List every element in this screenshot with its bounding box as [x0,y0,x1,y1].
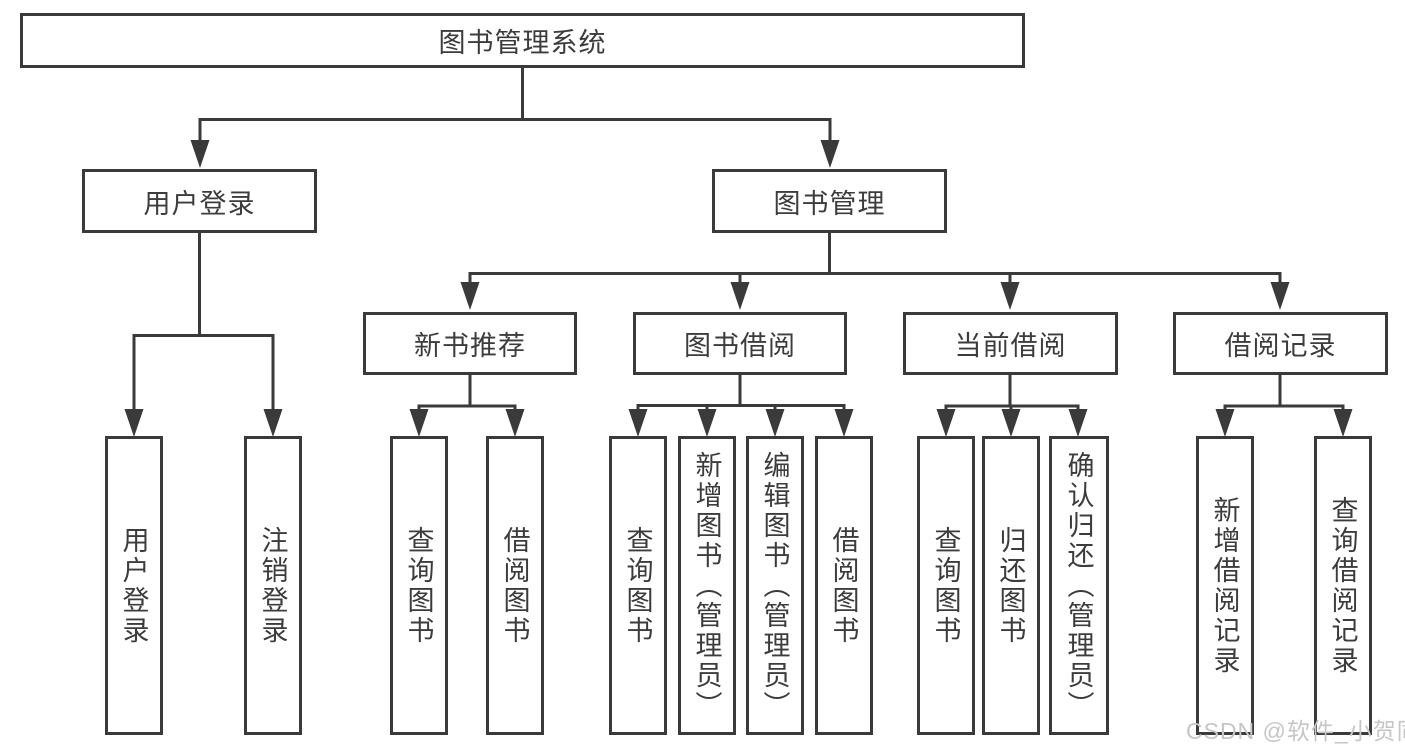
leaf-current-query-books-label: 查询图书 [930,525,961,646]
leaf-add-borrow-record: 新增借阅记录 [1196,436,1254,735]
node-new-book-recommend: 新书推荐 [363,312,577,375]
arrowhead [1270,282,1290,310]
leaf-return-books-label: 归还图书 [995,525,1026,646]
leaf-borrowing-borrow-books: 借阅图书 [815,436,873,735]
node-current-borrowing: 当前借阅 [903,312,1118,375]
node-root-label: 图书管理系统 [438,28,607,58]
leaf-user-login: 用户登录 [105,436,163,735]
leaf-add-books-admin: 新增图书（管理员） [678,436,736,735]
connector-bookmgmt-to-level3 [468,233,1282,285]
leaf-logout-label: 注销登录 [257,525,288,646]
leaf-return-books: 归还图书 [982,436,1040,735]
arrowhead [697,409,717,437]
node-user-login-label: 用户登录 [143,188,256,219]
arrowhead [1068,409,1088,437]
leaf-recommend-query-books: 查询图书 [390,436,448,735]
arrowhead [820,140,840,168]
arrowhead [190,140,210,168]
arrowhead [1333,409,1353,437]
arrowhead [765,409,785,437]
leaf-edit-books-admin: 编辑图书（管理员） [746,436,804,735]
node-borrowing-records: 借阅记录 [1173,312,1388,375]
connector-recommend-to-leaves [417,375,517,411]
leaf-current-query-books: 查询图书 [917,436,975,735]
arrowhead [263,409,283,437]
node-book-management: 图书管理 [712,169,947,233]
arrowhead [730,282,750,310]
leaf-user-login-label: 用户登录 [118,525,149,646]
arrowhead [460,282,480,310]
connector-current-to-leaves [944,375,1080,411]
leaf-logout: 注销登录 [244,436,302,735]
leaf-add-books-admin-label: 新增图书（管理员） [691,450,722,721]
node-book-management-label: 图书管理 [773,188,886,219]
leaf-borrowing-query-books: 查询图书 [609,436,667,735]
connector-records-to-leaves [1223,375,1345,411]
leaf-confirm-return-admin: 确认归还（管理员） [1049,436,1109,735]
node-new-book-recommend-label: 新书推荐 [414,331,526,361]
leaf-edit-books-admin-label: 编辑图书（管理员） [759,450,790,721]
leaf-query-borrow-record-label: 查询借阅记录 [1327,495,1358,676]
leaf-confirm-return-admin-label: 确认归还（管理员） [1063,450,1094,721]
arrowhead [1215,409,1235,437]
leaf-borrowing-query-books-label: 查询图书 [622,525,653,646]
leaf-query-borrow-record: 查询借阅记录 [1314,436,1372,735]
leaf-recommend-query-books-label: 查询图书 [403,525,434,646]
leaf-recommend-borrow-books: 借阅图书 [486,436,544,735]
arrowhead [1000,282,1020,310]
leaf-borrowing-borrow-books-label: 借阅图书 [828,525,859,646]
watermark: CSDN @软件_小贺同学 [1186,718,1405,744]
leaf-recommend-borrow-books-label: 借阅图书 [499,525,530,646]
arrowhead [936,409,956,437]
arrowhead [1001,409,1021,437]
arrowhead [834,409,854,437]
leaf-add-borrow-record-label: 新增借阅记录 [1209,495,1240,676]
node-user-login: 用户登录 [82,169,317,233]
connector-userlogin-to-leaves [132,233,275,410]
arrowhead [124,409,144,437]
connector-root-to-level2 [198,68,832,142]
node-root: 图书管理系统 [20,13,1025,68]
arrowhead [409,409,429,437]
node-borrowing-records-label: 借阅记录 [1224,331,1337,361]
node-current-borrowing-label: 当前借阅 [954,331,1067,361]
node-book-borrowing-label: 图书借阅 [684,331,796,361]
arrowhead [505,409,525,437]
node-book-borrowing: 图书借阅 [633,312,847,375]
connector-borrowing-to-leaves [636,375,846,411]
arrowhead [628,409,648,437]
